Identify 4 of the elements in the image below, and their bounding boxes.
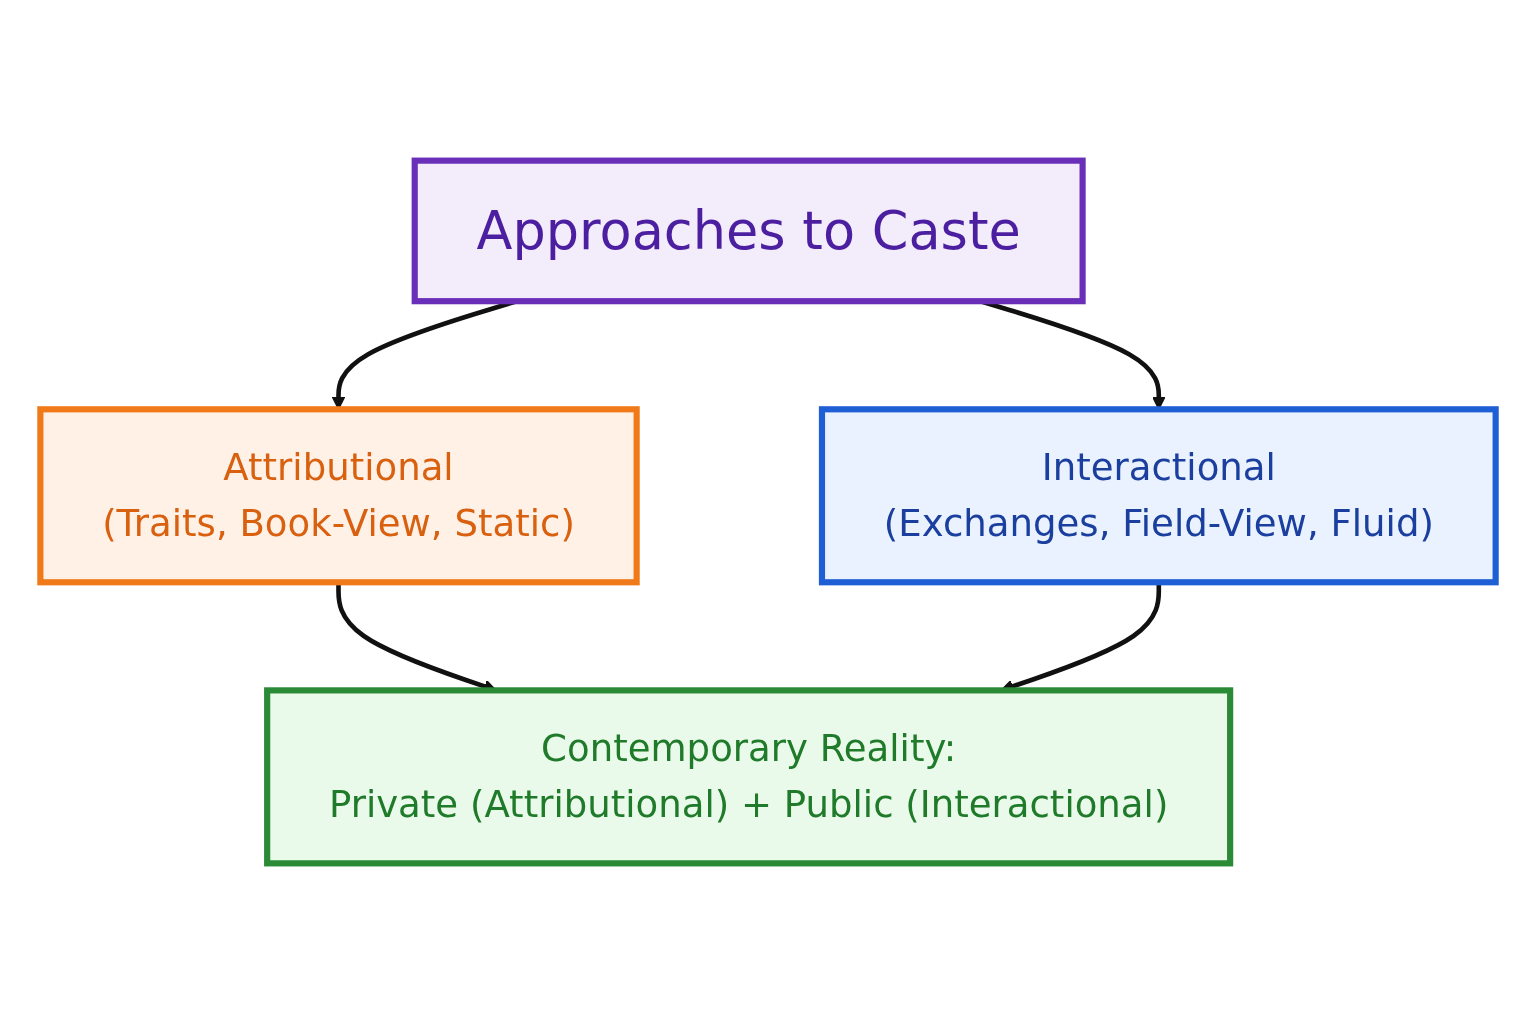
node-box: Interactional (Exchanges, Field-View, Fluid) [818,406,1499,586]
node-box: Contemporary Reality: Private (Attributional) + Public (Interactional) [264,687,1234,867]
node-box: Attributional (Traits, Book-View, Static) [37,406,640,586]
node-box: Approaches to Caste [411,157,1086,305]
